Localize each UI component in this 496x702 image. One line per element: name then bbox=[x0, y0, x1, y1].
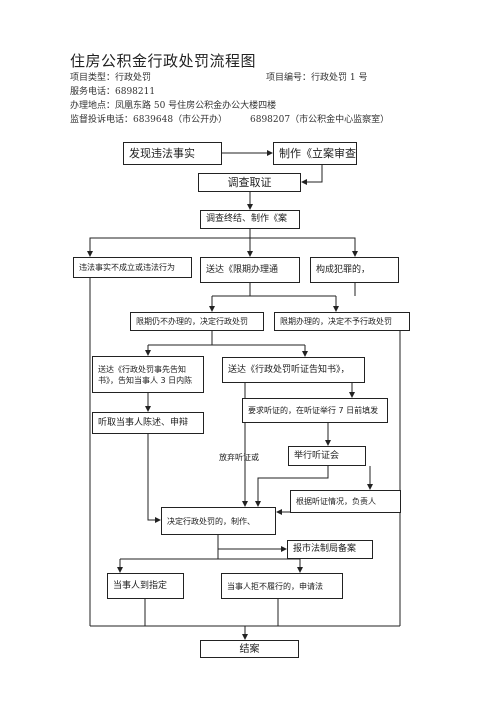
arrow-hearing-to-decide bbox=[255, 466, 329, 507]
make-case-review-box: 制作《立案审查 bbox=[273, 142, 357, 165]
not-illegal-box: 违法事实不成立或违法行为 bbox=[73, 257, 192, 278]
penalty-prior-notice-box: 送达《行政处罚事先告知书》，告知当事人 3 日内陈 bbox=[92, 356, 204, 393]
arrow-decide-to-report bbox=[217, 535, 287, 552]
party-refuse-box: 当事人拒不履行的，申请法 bbox=[221, 573, 343, 599]
investigate-box: 调查取证 bbox=[198, 173, 301, 192]
complaint-phone: 监督投诉电话：6839648（市公开办） bbox=[70, 115, 228, 125]
info-line-4: 监督投诉电话：6839648（市公开办） 6898207（市公积金中心监察室） bbox=[70, 114, 389, 126]
conclude-investigation-box: 调查终结、制作《案 bbox=[200, 210, 300, 229]
end-case-box: 结案 bbox=[200, 640, 299, 658]
hold-hearing-box: 举行听证会 bbox=[288, 446, 366, 466]
per-hearing-box: 根据听证情况，负责人 bbox=[290, 490, 401, 513]
discover-violation-box: 发现违法事实 bbox=[123, 142, 222, 165]
decide-penalty-box: 决定行政处罚的，制作、 bbox=[161, 507, 276, 535]
listen-statement-box: 听取当事人陈述、申辩 bbox=[92, 412, 204, 434]
crime-box: 构成犯罪的， bbox=[310, 257, 399, 283]
arrow-conclude-to-crime bbox=[250, 237, 358, 257]
info-line-1: 项目类型：行政处罚 项目编号：行政处罚 1 号 bbox=[70, 72, 367, 84]
done-no-penalty-box: 限期办理的，决定不予行政处罚 bbox=[274, 312, 410, 331]
request-hearing-box: 要求听证的，在听证举行 7 日前填发 bbox=[242, 398, 388, 423]
waive-hearing-label: 放弃听证或 bbox=[219, 453, 259, 462]
service-phone: 服务电话：6898211 bbox=[70, 87, 156, 97]
hearing-notice-box: 送达《行政处罚听证告知书》， bbox=[222, 357, 365, 383]
arrow-listen-to-decide bbox=[147, 434, 161, 523]
project-number: 项目编号：行政处罚 1 号 bbox=[266, 73, 368, 83]
deadline-notice-box: 送达《限期办理通 bbox=[200, 257, 300, 283]
party-comply-box: 当事人到指定 bbox=[107, 573, 184, 599]
arrow-conclude-to-not-illegal bbox=[87, 237, 250, 257]
address: 办理地点：凤凰东路 50 号住房公积金办公大楼四楼 bbox=[70, 101, 277, 111]
project-type: 项目类型：行政处罚 bbox=[70, 73, 152, 83]
complaint-phone-2: 6898207（市公积金中心监察室） bbox=[250, 115, 390, 125]
report-legal-bureau-box: 报市法制局备案 bbox=[287, 540, 373, 559]
still-not-done-box: 限期仍不办理的，决定行政处罚 bbox=[130, 312, 264, 331]
page-title: 住房公积金行政处罚流程图 bbox=[70, 52, 257, 70]
arrow-case-to-investigate bbox=[301, 165, 323, 185]
